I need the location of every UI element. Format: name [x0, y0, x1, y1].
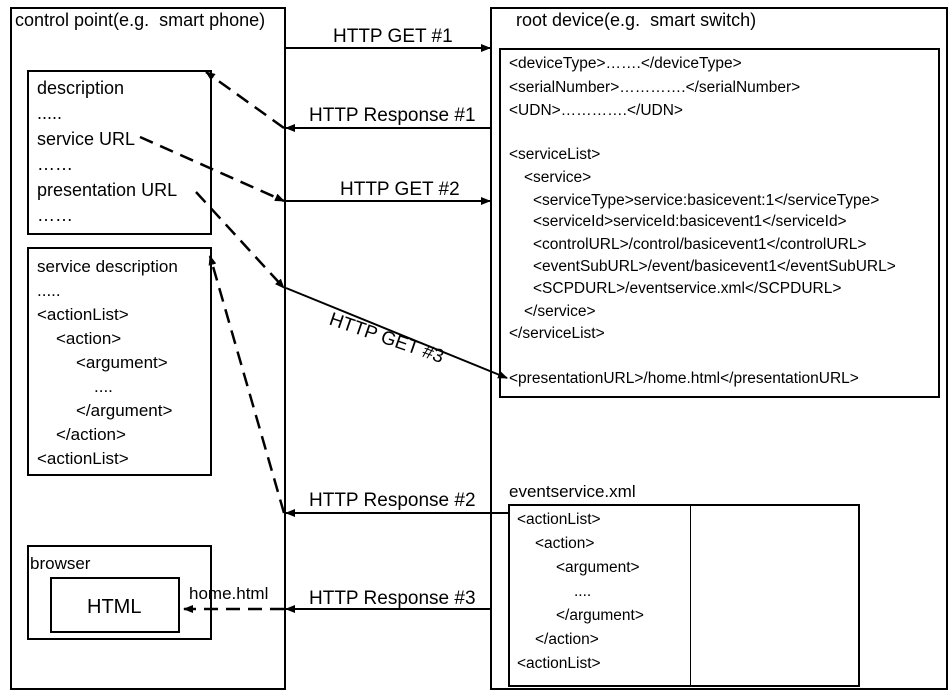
description-box: [27, 70, 212, 235]
svc-line: <actionList>: [37, 305, 129, 324]
control-point-box: [10, 7, 286, 690]
svc-line: </action>: [56, 425, 126, 444]
device-description-box: [499, 48, 940, 398]
xml-line: <service>: [524, 169, 592, 186]
xml-line: <SCPDURL>/eventservice.xml</SCPDURL>: [533, 280, 842, 297]
svc-line: service description: [37, 257, 178, 276]
xml-line: </serviceList>: [509, 325, 605, 342]
xml-line: <serviceList>: [509, 146, 601, 163]
xml-line: <UDN>………….</UDN>: [509, 102, 683, 119]
eventservice-box: [508, 504, 860, 687]
xml-line: <eventSubURL>/event/basicevent1</eventSu…: [533, 258, 896, 275]
browser-label: browser: [30, 554, 91, 573]
xml-line: <deviceType>…….</deviceType>: [509, 55, 742, 72]
evt-line: ....: [574, 583, 592, 600]
evt-line: <action>: [535, 535, 595, 552]
http-get-2-label: HTTP GET #2: [340, 179, 460, 200]
eventservice-label: eventservice.xml: [509, 482, 636, 501]
eventservice-divider: [690, 505, 691, 686]
xml-line: </service>: [524, 303, 596, 320]
html-box: [50, 577, 180, 633]
evt-line: <argument>: [556, 559, 640, 576]
dashed-arrow-service-url: [139, 135, 285, 203]
http-response-2-label: HTTP Response #2: [309, 490, 476, 511]
dashed-arrow-to-description: [205, 70, 285, 130]
html-label: HTML: [87, 596, 142, 618]
xml-line: <serialNumber>………….</serialNumber>: [509, 79, 801, 96]
http-get-1-label: HTTP GET #1: [333, 26, 453, 47]
http-response-3-label: HTTP Response #3: [309, 588, 476, 609]
http-response-1-label: HTTP Response #1: [309, 105, 476, 126]
xml-line: <serviceId>serviceId:basicevent1</servic…: [533, 213, 847, 230]
desc-line: ……: [37, 205, 73, 225]
home-html-label: home.html: [189, 584, 269, 603]
evt-line: <actionList>: [517, 655, 601, 672]
xml-line: <serviceType>service:basicevent:1</servi…: [533, 192, 880, 209]
desc-presentation-url: presentation URL: [37, 180, 178, 200]
control-point-title: control point(e.g. smart phone): [15, 10, 266, 30]
desc-line: .....: [37, 103, 63, 123]
xml-line: <presentationURL>/home.html</presentatio…: [509, 370, 859, 387]
root-device-box: [490, 7, 948, 690]
evt-line: </action>: [535, 631, 599, 648]
service-description-box: [27, 247, 212, 476]
desc-service-url: service URL: [37, 129, 136, 149]
desc-line: ……: [37, 154, 73, 174]
svc-line: <argument>: [76, 353, 168, 372]
svc-line: ....: [94, 377, 113, 396]
http-get-3-arrow: [285, 287, 508, 379]
svc-line: .....: [37, 281, 61, 300]
dashed-arrow-presentation-url: [195, 191, 285, 289]
xml-line: <controlURL>/control/basicevent1</contro…: [533, 236, 867, 253]
evt-line: <actionList>: [517, 511, 601, 528]
svc-line: <action>: [56, 329, 122, 348]
svc-line: <actionList>: [37, 449, 129, 468]
svc-line: </argument>: [76, 401, 173, 420]
browser-box: [27, 545, 212, 640]
desc-line: description: [37, 78, 125, 98]
dashed-arrow-to-service-description: [208, 255, 286, 514]
root-device-title: root device(e.g. smart switch): [516, 10, 757, 30]
evt-line: </argument>: [556, 607, 644, 624]
